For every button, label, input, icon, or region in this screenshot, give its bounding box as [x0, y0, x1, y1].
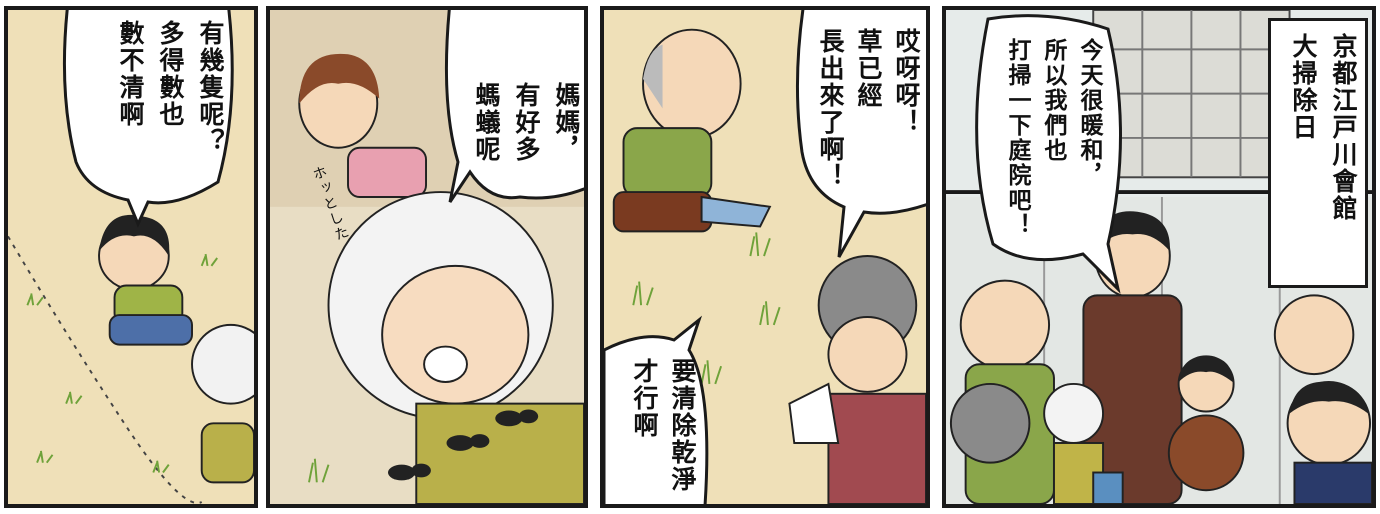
speech-bubble: 要清除乾淨 才行啊	[604, 310, 714, 504]
bubble-text: 才行啊	[630, 358, 659, 439]
speech-bubble: 媽媽， 有好多 螞蟻呢	[430, 10, 584, 203]
speech-bubble: 今天很暖和， 所以我們也 打掃一下庭院吧！	[958, 14, 1128, 294]
bubble-text: 多得數也	[156, 20, 185, 128]
bubble-text: 有幾隻呢？	[196, 20, 225, 155]
bubble-text: 數不清啊	[116, 20, 145, 128]
panel-4: 京都江戸川會館 大掃除日 今天很暖和， 所以我們也 打掃一下庭院吧！	[942, 6, 1376, 508]
bubble-text: 螞蟻呢	[472, 82, 501, 163]
bubble-text: 媽媽，	[552, 82, 581, 163]
bubble-text: 要清除乾淨	[668, 358, 697, 493]
caption-text: 京都江戸川會館	[1329, 33, 1358, 222]
bubble-text: 有好多	[512, 82, 541, 163]
caption-text: 大掃除日	[1289, 33, 1318, 141]
panel-3: 哎呀呀！ 草已經 長出來了啊！ 要清除乾淨 才行啊	[600, 6, 930, 508]
bubble-text: 草已經	[854, 28, 883, 109]
bubble-text: 所以我們也	[1040, 38, 1066, 163]
bubble-text: 哎呀呀！	[892, 28, 921, 136]
caption-box: 京都江戸川會館 大掃除日	[1268, 18, 1368, 288]
panel-2: ホッとした 媽媽， 有好多 螞蟻呢	[266, 6, 588, 508]
speech-bubble: 有幾隻呢？ 多得數也 數不清啊	[58, 10, 238, 228]
panel-1: 有幾隻呢？ 多得數也 數不清啊	[4, 6, 258, 508]
speech-bubble: 哎呀呀！ 草已經 長出來了啊！	[784, 10, 926, 258]
bubble-text: 打掃一下庭院吧！	[1004, 38, 1030, 238]
bubble-text: 今天很暖和，	[1076, 38, 1102, 188]
bubble-text: 長出來了啊！	[816, 28, 845, 190]
